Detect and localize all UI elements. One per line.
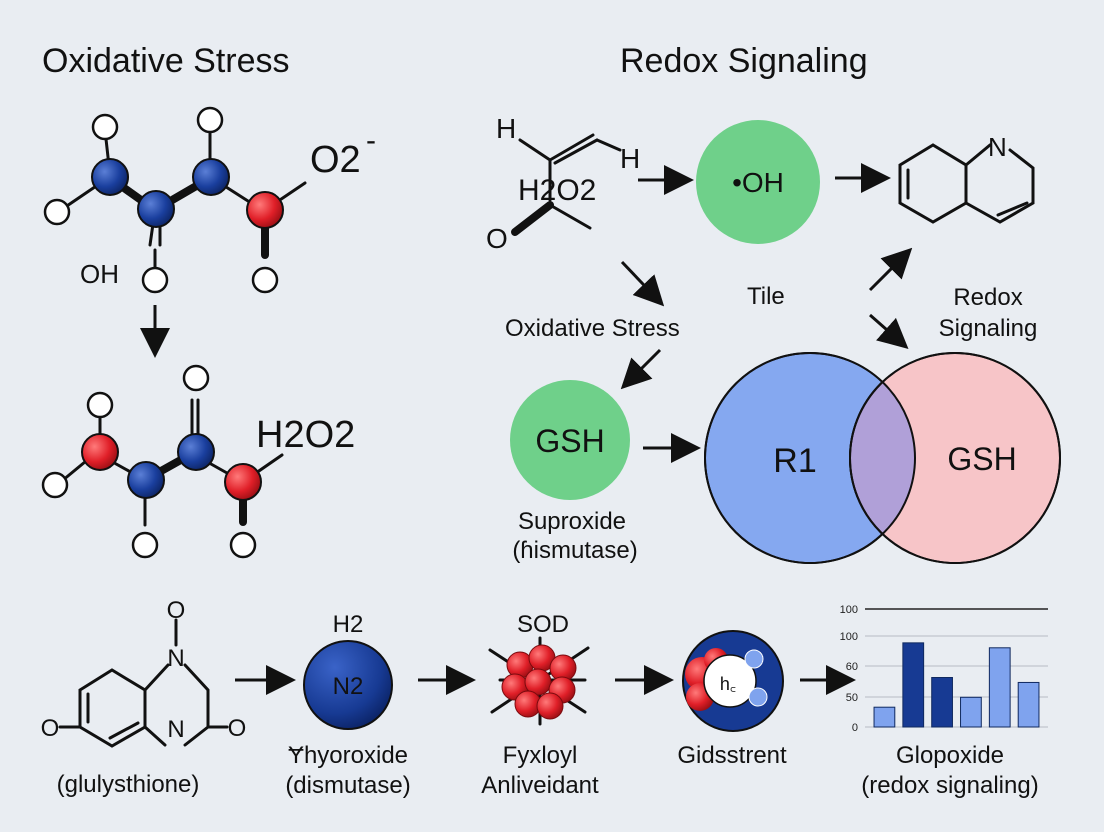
- chart-ytick-label: 0: [852, 722, 858, 734]
- chart-ytick-label: 100: [840, 604, 858, 616]
- superoxide-molecule: [43, 106, 307, 294]
- suproxide-line1: Suproxide: [518, 508, 626, 535]
- redox-label-line1: Redox: [953, 284, 1022, 311]
- glu-n-bottom: N: [167, 716, 184, 743]
- gidsstrent-node: [682, 630, 784, 732]
- glopoxide-caption-1: Glopoxide: [896, 742, 1004, 769]
- oxidative-stress-label: Oxidative Stress: [505, 315, 680, 342]
- glu-o-right: O: [228, 715, 247, 742]
- suproxide-line2: (ɦismutase): [512, 537, 637, 564]
- h-right-label: H: [620, 143, 640, 174]
- o2-label: O2: [310, 139, 361, 181]
- o2-charge: -: [366, 124, 376, 157]
- n2-caption-1: Ɏhyoroxide: [288, 742, 408, 769]
- left-title: Oxidative Stress: [42, 42, 290, 80]
- chart-bar: [988, 647, 1011, 728]
- glu-n-top: N: [167, 645, 184, 672]
- quinoline-ring: [898, 143, 1035, 224]
- right-title: Redox Signaling: [620, 42, 868, 80]
- n2-node: [303, 640, 393, 730]
- gsh-node: [510, 380, 630, 500]
- venn-right-label: GSH: [947, 441, 1016, 477]
- glu-o-left: O: [41, 715, 60, 742]
- hydroxyl-radical-node: [696, 120, 820, 244]
- h2o2-struct-label: H2O2: [518, 174, 596, 207]
- chart-ytick-label: 100: [840, 631, 858, 643]
- oh-label: OH: [80, 259, 119, 289]
- redox-label-line2: Signaling: [939, 315, 1038, 342]
- tile-label: Tile: [747, 283, 785, 310]
- venn-diagram: [704, 352, 1061, 564]
- chart-bar: [873, 706, 896, 728]
- chart-bar: [931, 677, 953, 728]
- h-top-label: H: [496, 113, 516, 144]
- quinoline-n: N: [988, 132, 1007, 162]
- glopoxide-caption-2: (redox signaling): [861, 772, 1038, 799]
- bar-chart: 100 100 60 50 0: [840, 604, 1048, 734]
- gidsstrent-inner: h꜀: [720, 674, 736, 694]
- chart-ytick-label: 50: [846, 692, 858, 704]
- sod-caption-2: Anliveidant: [481, 772, 599, 799]
- glutathione-caption: (glulysthione): [57, 771, 200, 798]
- glu-o-top: O: [167, 597, 186, 624]
- chart-ytick-label: 60: [846, 661, 858, 673]
- venn-left-label: R1: [773, 442, 816, 480]
- sod-label: SOD: [517, 611, 569, 638]
- sod-caption-1: Fyxloyl: [503, 742, 578, 769]
- gsh-label: GSH: [535, 423, 604, 459]
- sod-cluster-icon: [488, 636, 590, 726]
- chart-bar: [960, 696, 982, 728]
- n2-caption-2: (dismutase): [285, 772, 410, 799]
- o-bottom-label: O: [486, 223, 508, 254]
- glutathione-structure: [58, 618, 229, 748]
- chart-bar: [1017, 681, 1040, 728]
- h2o2-label: H2O2: [256, 414, 355, 456]
- n2-inner-label: N2: [333, 673, 364, 700]
- gidsstrent-caption: Gidsstrent: [677, 742, 787, 769]
- h2o2-structure: [511, 133, 622, 236]
- chart-bar: [902, 642, 925, 728]
- oh-radical-label: •OH: [732, 167, 784, 198]
- peroxide-molecule: [41, 364, 284, 559]
- n2-top-label: H2: [333, 611, 364, 638]
